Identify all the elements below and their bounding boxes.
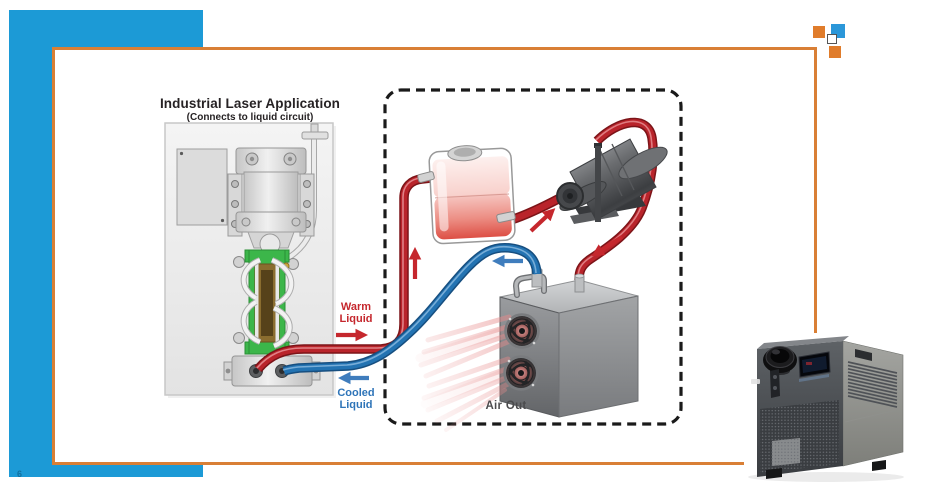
- chiller-display: [798, 351, 831, 382]
- heat-exchanger-fan-unit: [415, 267, 639, 432]
- reservoir-tank: [428, 145, 516, 245]
- diagram-title: Industrial Laser Application: [159, 96, 341, 111]
- decor-orange-square-icon: [813, 26, 825, 38]
- reservoir-to-pump-arrow-icon: [529, 208, 556, 233]
- warm-liquid-label: Warm Liquid: [339, 301, 373, 326]
- pump-return-arrow-icon: [591, 235, 624, 257]
- fan-icon: [504, 313, 540, 349]
- laser-diode-module: [233, 249, 299, 355]
- chiller-product-photo: [744, 333, 912, 483]
- decor-outline-square-icon: [827, 34, 837, 44]
- pump-motor: [556, 138, 668, 224]
- chiller-buttons: [770, 369, 780, 398]
- cooled-liquid-label: Cooled Liquid: [337, 387, 375, 412]
- side-handle-recess: [855, 349, 872, 361]
- flow-arrows: [336, 208, 624, 385]
- side-vent-louvers: [847, 361, 898, 408]
- air-flow-streaks: [415, 314, 517, 432]
- front-grille: [760, 400, 839, 473]
- laser-panel-illustration: [164, 122, 336, 398]
- page-number: 6: [17, 469, 23, 479]
- dashed-chiller-circuit-box: [383, 88, 683, 426]
- cooled-liquid-tube: [282, 242, 542, 376]
- laser-head-assembly: [227, 147, 315, 255]
- chiller-side-label: [751, 379, 760, 384]
- decor-orange-square-2-icon: [829, 46, 841, 58]
- coolant-coil-tubes: [240, 257, 295, 349]
- coolant-manifold: [223, 355, 321, 387]
- air-out-label: Air Out: [485, 400, 527, 412]
- reservoir-inlet-fitting: [417, 171, 435, 183]
- chiller-knob: [763, 346, 797, 375]
- reservoir-outlet-fitting: [496, 211, 516, 223]
- diagram-subtitle: (Connects to liquid circuit): [186, 112, 314, 123]
- fan-icon: [503, 355, 539, 391]
